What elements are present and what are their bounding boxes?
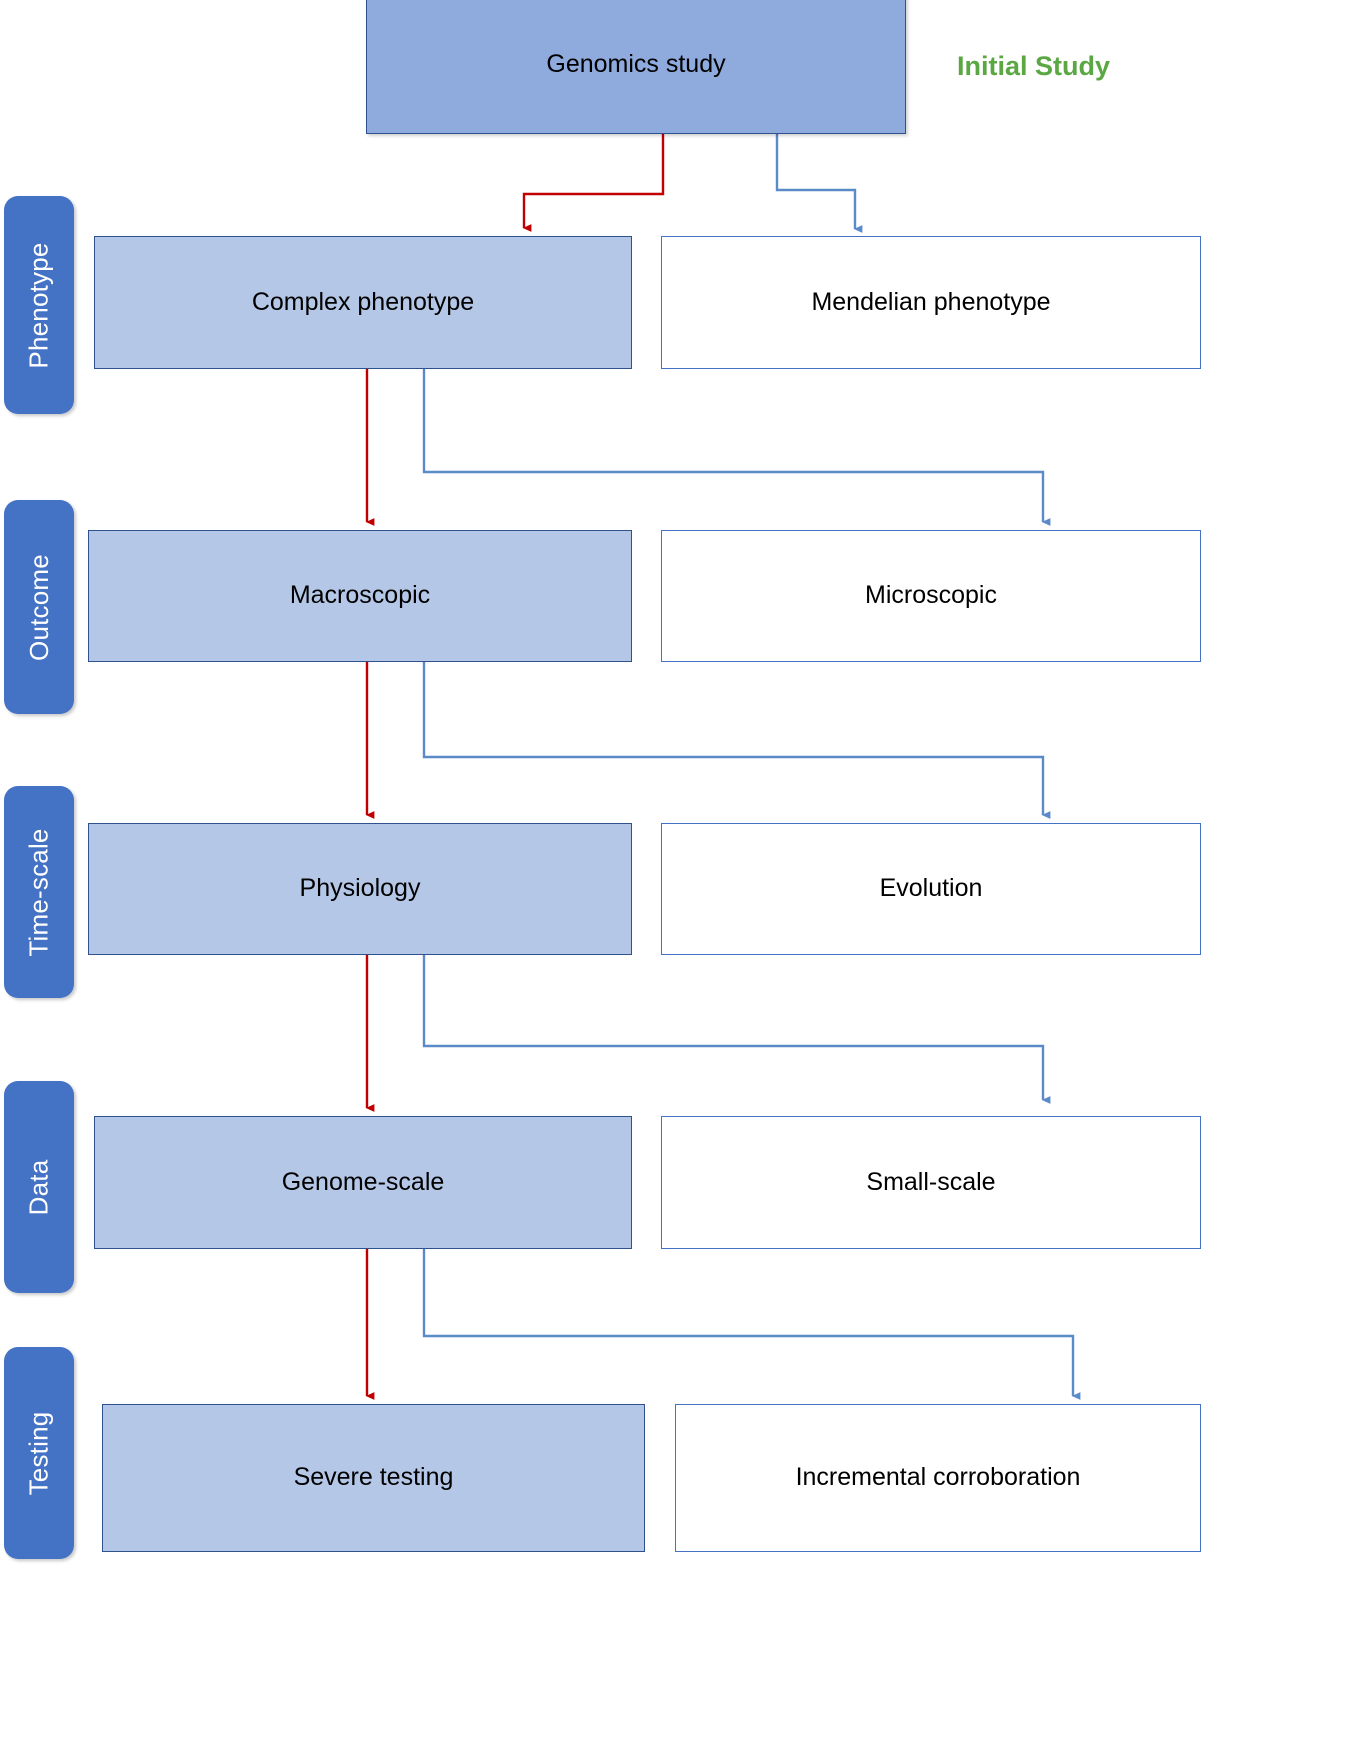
initial-study-label: Initial Study: [957, 51, 1111, 81]
category-tab-testing[interactable]: Testing: [4, 1347, 74, 1559]
node-genome-scale[interactable]: Genome-scale: [94, 1116, 632, 1249]
category-tab-label: Time-scale: [23, 827, 54, 957]
node-microscopic-label: Microscopic: [865, 581, 997, 610]
category-tab-outcome[interactable]: Outcome: [4, 500, 74, 714]
node-complex-phenotype[interactable]: Complex phenotype: [94, 236, 632, 369]
category-tab-time-scale[interactable]: Time-scale: [4, 786, 74, 998]
node-complex-phenotype-label: Complex phenotype: [251, 287, 475, 316]
category-tab-data[interactable]: Data: [4, 1081, 74, 1293]
category-tab-phenotype[interactable]: Phenotype: [4, 196, 74, 414]
node-genome-scale-label: Genome-scale: [281, 1167, 445, 1196]
node-small-scale-label: Small-scale: [866, 1167, 996, 1196]
node-severe-testing[interactable]: Severe testing: [102, 1404, 645, 1552]
node-microscopic[interactable]: Microscopic: [661, 530, 1201, 662]
blue-connector-2: [422, 369, 1051, 526]
node-genomics-study[interactable]: Genomics study: [366, 0, 906, 134]
category-tab-label: Outcome: [23, 553, 54, 661]
blue-connector-1: [775, 133, 863, 233]
category-tab-label: Phenotype: [23, 241, 54, 369]
blue-connector-5: [422, 1249, 1081, 1400]
node-evolution-label: Evolution: [879, 874, 983, 903]
category-tab-label: Testing: [23, 1411, 54, 1495]
node-incremental-corroboration[interactable]: Incremental corroboration: [675, 1404, 1201, 1552]
red-connector-1: [522, 133, 665, 232]
blue-connector-3: [422, 662, 1051, 819]
node-physiology[interactable]: Physiology: [88, 823, 632, 955]
category-tab-label: Data: [23, 1159, 54, 1215]
node-macroscopic-label: Macroscopic: [289, 581, 431, 610]
node-mendelian-phenotype-label: Mendelian phenotype: [811, 287, 1051, 316]
node-evolution[interactable]: Evolution: [661, 823, 1201, 955]
node-severe-testing-label: Severe testing: [293, 1463, 454, 1492]
node-genomics-study-label: Genomics study: [546, 50, 726, 79]
node-incremental-corroboration-label: Incremental corroboration: [795, 1463, 1081, 1492]
node-physiology-label: Physiology: [299, 874, 421, 903]
node-macroscopic[interactable]: Macroscopic: [88, 530, 632, 662]
blue-connector-4: [422, 955, 1051, 1104]
node-small-scale[interactable]: Small-scale: [661, 1116, 1201, 1249]
node-mendelian-phenotype[interactable]: Mendelian phenotype: [661, 236, 1201, 369]
